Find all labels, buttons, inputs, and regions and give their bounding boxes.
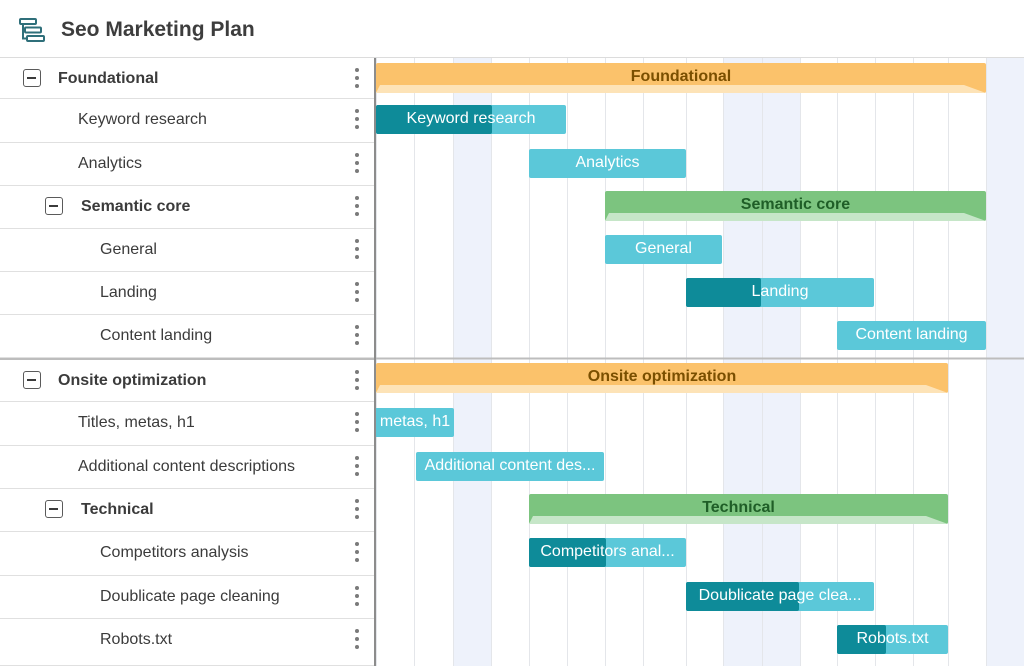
progress-fill [686,582,799,611]
more-options-icon[interactable] [354,586,360,610]
task-name: Semantic core [81,198,191,215]
more-options-icon[interactable] [354,68,360,92]
more-options-icon[interactable] [354,542,360,566]
task-name: Analytics [78,155,143,172]
gantt-bar-robots-txt[interactable] [837,625,948,654]
gantt-bar-titles-metas[interactable] [376,408,454,437]
task-row-foundational[interactable]: Foundational [0,58,374,99]
progress-fill [686,278,761,307]
task-row-content-landing[interactable]: Content landing [0,315,374,358]
task-name: Onsite optimization [58,372,207,389]
timeline-canvas [376,58,1024,666]
minus-icon[interactable] [23,371,41,389]
task-name: Doublicate page cleaning [100,588,280,605]
gantt-chart-icon [19,18,45,42]
progress-fill [837,625,886,654]
minus-icon[interactable] [45,197,63,215]
task-row-landing[interactable]: Landing [0,272,374,315]
task-row-technical[interactable]: Technical [0,489,374,532]
gantt-bar-semantic-core[interactable] [605,191,986,221]
gantt-bar-doublicate-cleaning[interactable] [686,582,874,611]
more-options-icon[interactable] [354,456,360,480]
more-options-icon[interactable] [354,412,360,436]
task-row-robots-txt[interactable]: Robots.txt [0,619,374,666]
app-header: Seo Marketing Plan [0,0,1024,58]
task-name: Content landing [100,327,213,344]
gantt-bar-technical[interactable] [529,494,948,524]
more-options-icon[interactable] [354,325,360,349]
weekend-band [986,58,1024,666]
task-row-keyword-research[interactable]: Keyword research [0,99,374,143]
more-options-icon[interactable] [354,499,360,523]
task-name: Foundational [58,70,159,87]
more-options-icon[interactable] [354,196,360,220]
progress-fill [529,538,606,567]
task-name: General [100,241,157,258]
more-options-icon[interactable] [354,629,360,653]
task-name: Competitors analysis [100,544,249,561]
task-name: Technical [81,501,154,518]
minus-icon[interactable] [45,500,63,518]
gantt-bar-competitors-analysis[interactable] [529,538,686,567]
more-options-icon[interactable] [354,282,360,306]
weekend-band [723,58,800,666]
task-name: Additional content descriptions [78,458,296,475]
gantt-bar-onsite-optimization[interactable] [376,363,948,393]
task-row-general[interactable]: General [0,229,374,272]
task-row-onsite-optimization[interactable]: Onsite optimization [0,358,374,402]
task-name: Titles, metas, h1 [78,414,195,431]
weekend-band [453,58,491,666]
gantt-bar-general[interactable] [605,235,722,264]
task-row-analytics[interactable]: Analytics [0,143,374,186]
task-row-semantic-core[interactable]: Semantic core [0,186,374,229]
more-options-icon[interactable] [354,370,360,394]
gantt-bar-landing[interactable] [686,278,874,307]
task-name: Robots.txt [100,631,173,648]
task-name: Landing [100,284,157,301]
minus-icon[interactable] [23,69,41,87]
page-title: Seo Marketing Plan [61,18,255,41]
task-row-doublicate-cleaning[interactable]: Doublicate page cleaning [0,576,374,619]
more-options-icon[interactable] [354,109,360,133]
progress-fill [376,105,492,134]
gantt-bar-analytics[interactable] [529,149,686,178]
gantt-bar-foundational[interactable] [376,63,986,93]
gantt-bar-additional-content[interactable] [416,452,604,481]
task-name: Keyword research [78,111,207,128]
more-options-icon[interactable] [354,153,360,177]
task-row-additional-content[interactable]: Additional content descriptions [0,446,374,489]
gantt-bar-keyword-research[interactable] [376,105,566,134]
task-row-titles-metas[interactable]: Titles, metas, h1 [0,402,374,446]
gantt-bar-content-landing[interactable] [837,321,986,350]
task-row-competitors-analysis[interactable]: Competitors analysis [0,532,374,576]
more-options-icon[interactable] [354,239,360,263]
